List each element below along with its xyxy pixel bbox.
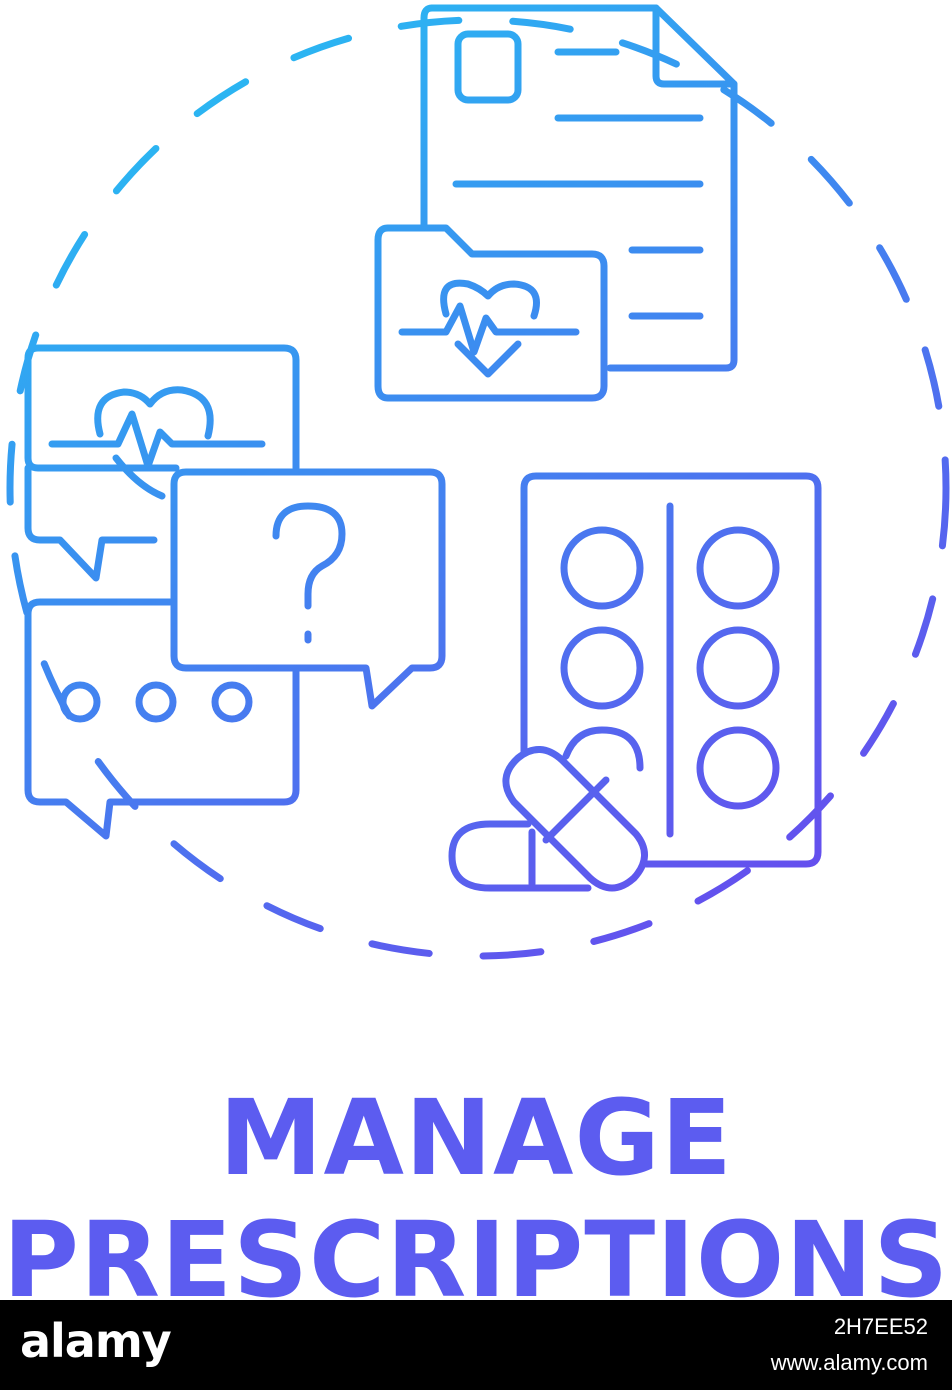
- dashed-circle-icon: [6, 16, 950, 960]
- brand-logo: alamy: [20, 1314, 172, 1368]
- manage-prescriptions-illustration: [6, 4, 950, 960]
- ellipsis-chat-bubble-icon: [24, 598, 300, 840]
- heart-folder-icon: [374, 224, 608, 402]
- heart-chat-bubble-icon: [24, 344, 300, 582]
- medical-document-icon: [420, 4, 738, 372]
- title-line-1: MANAGE: [219, 1077, 733, 1199]
- watermark-footer: alamy 2H7EE52 www.alamy.com: [0, 1300, 952, 1390]
- question-chat-bubble-icon: [170, 468, 446, 710]
- pill-icon: [502, 746, 648, 892]
- image-id: 2H7EE52: [833, 1314, 928, 1339]
- pill-blister-pack-icon: [520, 472, 822, 868]
- capsule-icon: [448, 820, 592, 892]
- site-url: www.alamy.com: [770, 1350, 928, 1375]
